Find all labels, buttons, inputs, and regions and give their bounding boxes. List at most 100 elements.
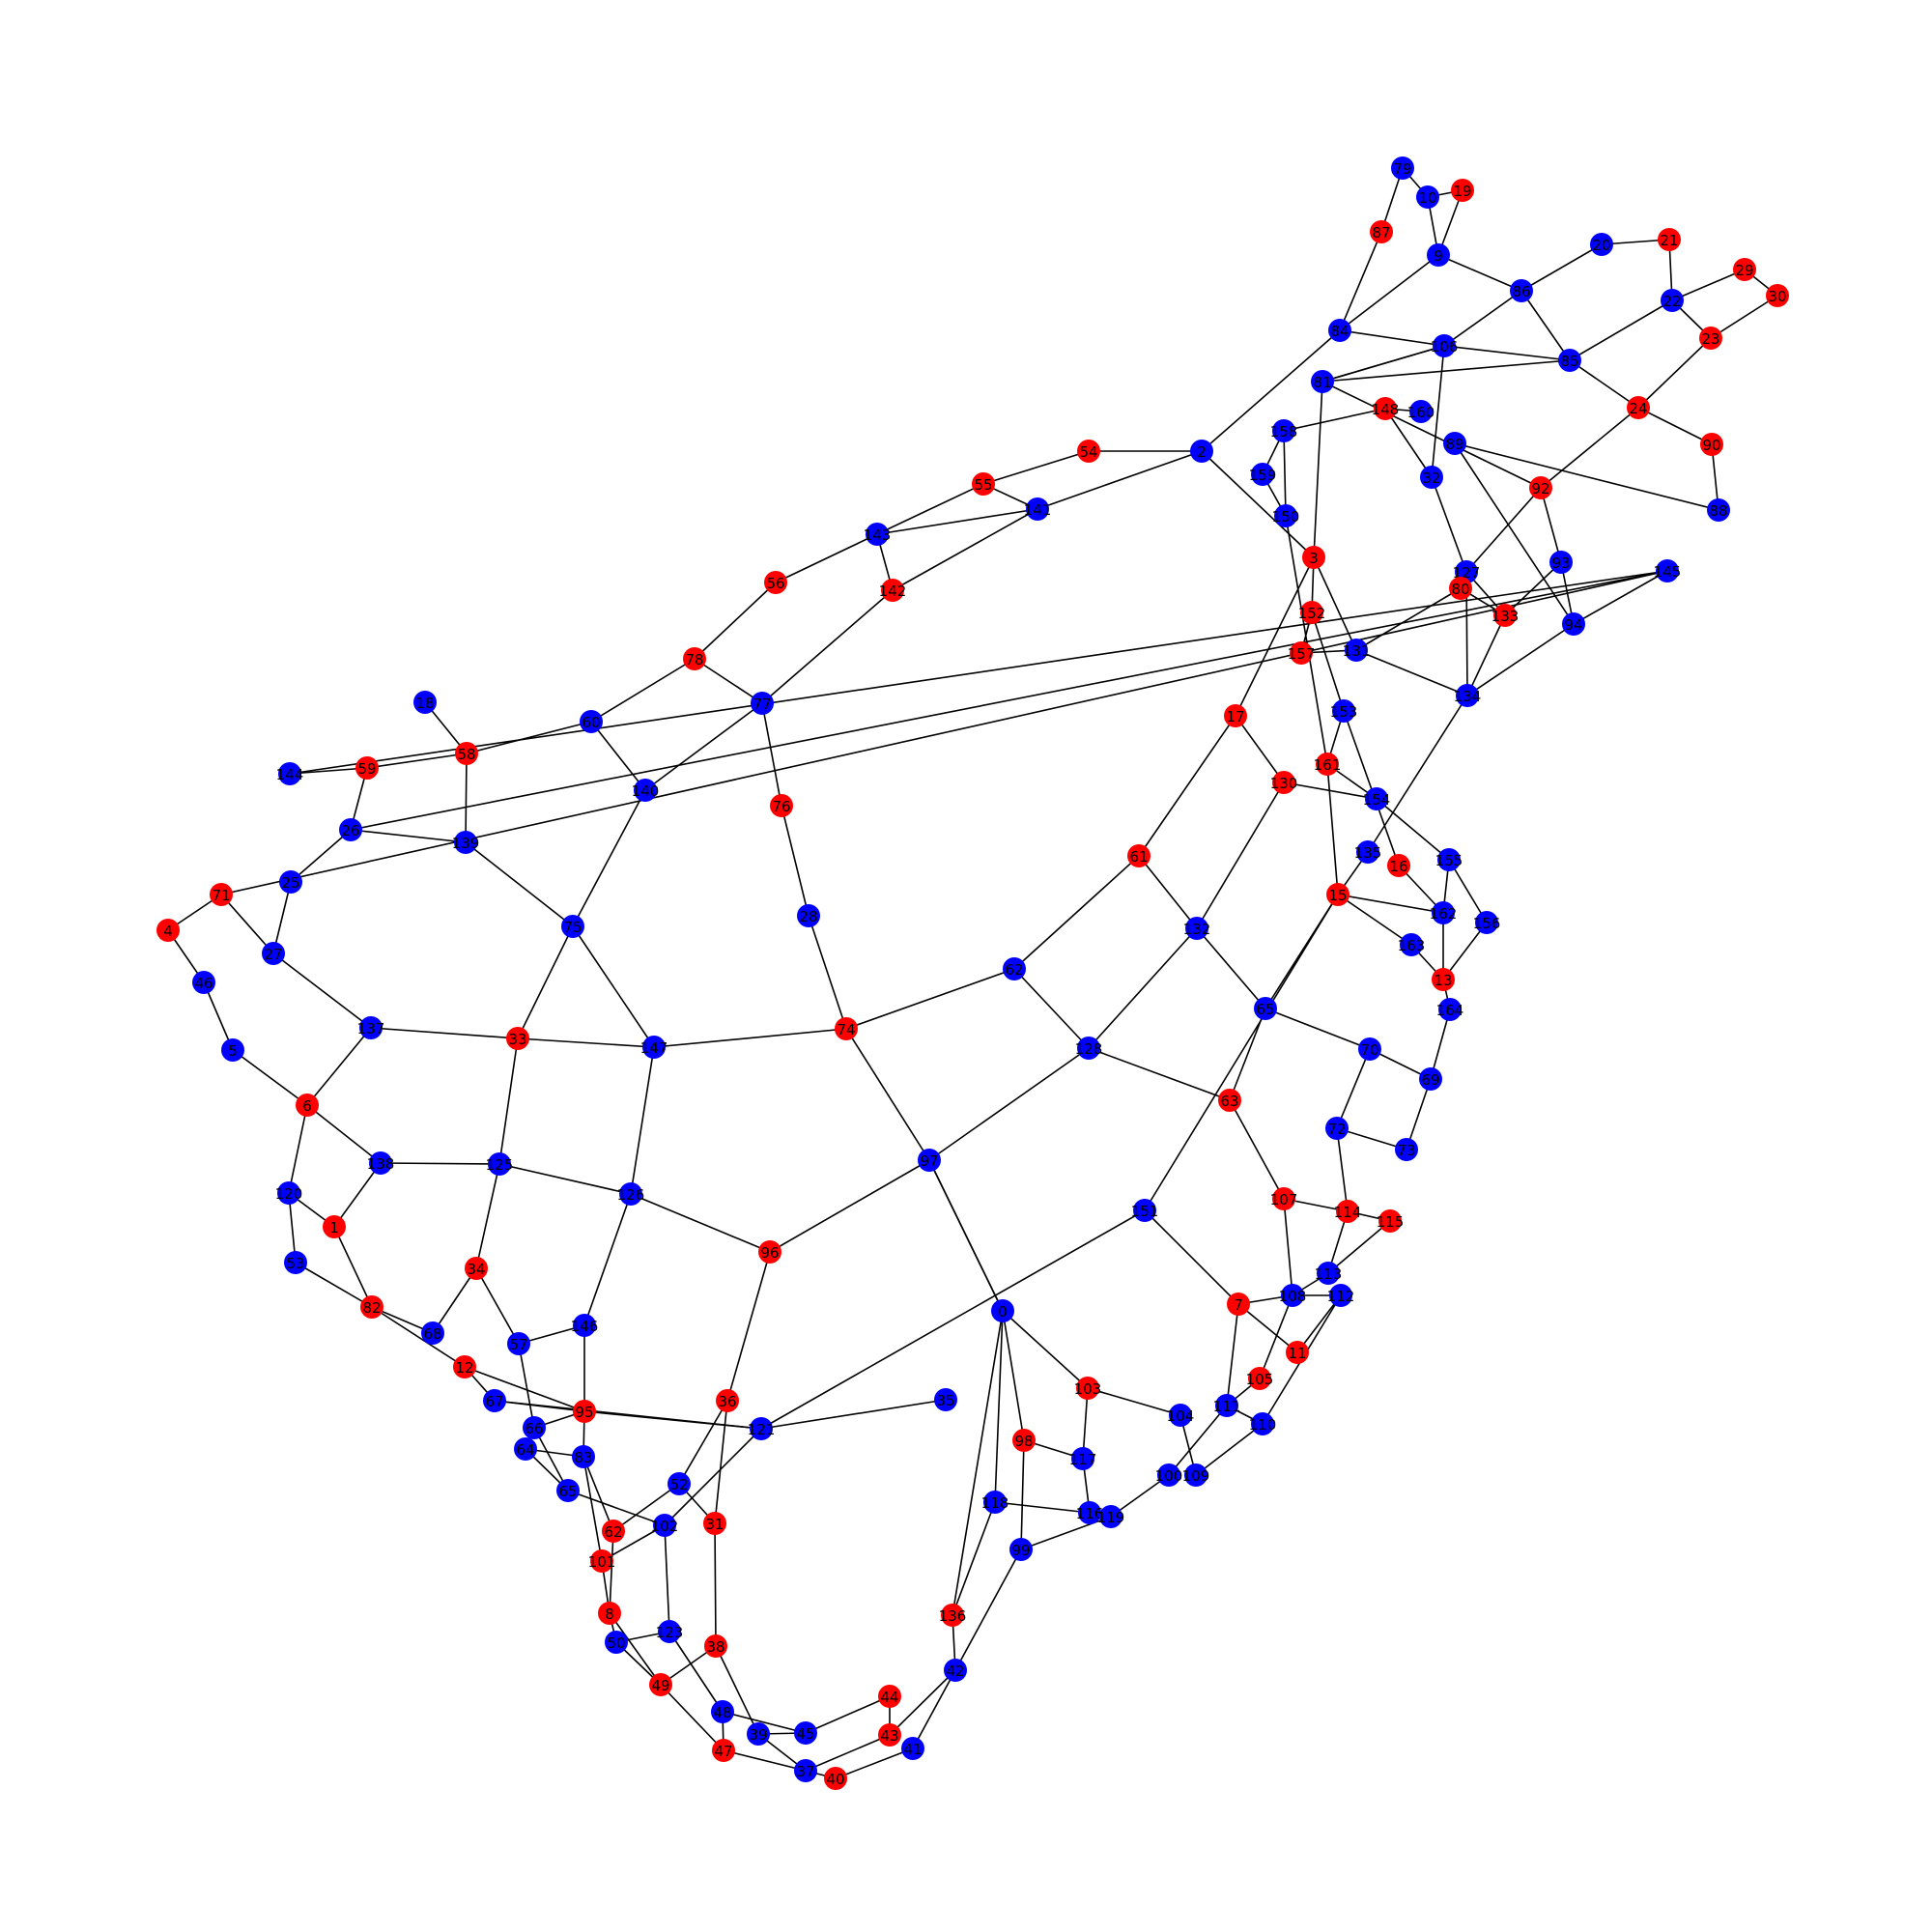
graph-node: 88 xyxy=(1707,498,1730,522)
graph-node: 15 xyxy=(1326,883,1350,906)
graph-edge xyxy=(1195,1423,1264,1476)
node-label: 162 xyxy=(1430,905,1458,923)
node-circle xyxy=(1290,641,1313,665)
node-circle xyxy=(1272,1187,1295,1210)
graph-edge xyxy=(350,570,1668,831)
graph-edge xyxy=(1437,254,1522,292)
node-circle xyxy=(488,1152,511,1176)
node-label: 68 xyxy=(423,1325,441,1343)
graph-node: 62 xyxy=(1003,957,1026,980)
graph-edge xyxy=(1321,345,1445,383)
graph-node: 126 xyxy=(617,1182,644,1206)
graph-node: 30 xyxy=(1766,284,1789,307)
node-circle xyxy=(507,1332,530,1355)
node-label: 118 xyxy=(981,1494,1009,1512)
node-label: 161 xyxy=(1314,756,1342,774)
node-label: 97 xyxy=(920,1152,938,1170)
node-label: 134 xyxy=(1454,688,1482,705)
node-circle xyxy=(1437,848,1461,871)
node-circle xyxy=(1374,397,1397,420)
graph-node: 104 xyxy=(1167,1404,1194,1427)
graph-edge xyxy=(1376,798,1450,861)
graph-node: 48 xyxy=(711,1700,734,1723)
graph-edge xyxy=(928,1047,1090,1161)
node-circle xyxy=(1157,1463,1180,1487)
node-circle xyxy=(1419,1067,1442,1091)
node-label: 0 xyxy=(998,1303,1008,1321)
node-label: 78 xyxy=(685,651,703,668)
graph-node: 35 xyxy=(934,1388,957,1411)
node-label: 86 xyxy=(1512,283,1530,300)
graph-node: 68 xyxy=(421,1321,444,1345)
graph-edge xyxy=(722,1711,807,1734)
node-label: 96 xyxy=(760,1244,779,1262)
node-label: 123 xyxy=(656,1624,684,1641)
graph-node: 45 xyxy=(794,1721,817,1745)
node-label: 46 xyxy=(194,975,213,992)
graph-node: 158 xyxy=(1270,419,1297,442)
node-label: 30 xyxy=(1768,288,1786,305)
node-label: 76 xyxy=(772,798,790,815)
graph-node: 59 xyxy=(355,756,379,780)
node-label: 115 xyxy=(1377,1213,1405,1231)
graph-edge xyxy=(1237,1303,1298,1353)
graph-node: 85 xyxy=(1558,349,1581,372)
graph-edge xyxy=(1466,623,1575,696)
graph-node: 144 xyxy=(276,762,303,785)
graph-edge xyxy=(1339,231,1382,331)
node-circle xyxy=(1358,1037,1381,1061)
graph-edge xyxy=(1013,968,1090,1049)
node-circle xyxy=(1432,901,1455,924)
node-label: 113 xyxy=(1315,1265,1343,1283)
graph-node: 148 xyxy=(1372,397,1399,420)
node-circle xyxy=(1387,854,1410,877)
node-label: 105 xyxy=(1246,1371,1274,1388)
node-label: 4 xyxy=(163,923,173,940)
node-circle xyxy=(279,870,302,894)
graph-node: 5 xyxy=(221,1038,244,1062)
node-label: 147 xyxy=(640,1039,668,1057)
graph-node: 3 xyxy=(1302,546,1325,569)
graph-node: 151 xyxy=(1131,1199,1158,1222)
node-circle xyxy=(1133,1199,1156,1222)
node-circle xyxy=(1127,844,1151,867)
node-circle xyxy=(711,1700,734,1723)
graph-node: 97 xyxy=(918,1149,941,1172)
graph-node: 128 xyxy=(1075,1037,1102,1060)
graph-node: 147 xyxy=(640,1036,668,1059)
node-circle xyxy=(750,1417,773,1440)
graph-edge xyxy=(1454,442,1719,511)
node-circle xyxy=(1311,370,1334,393)
node-circle xyxy=(221,1038,244,1062)
graph-node: 4 xyxy=(156,919,180,942)
graph-edge xyxy=(333,1162,382,1228)
node-circle xyxy=(1395,1138,1418,1161)
graph-edge xyxy=(465,841,574,927)
node-circle xyxy=(1012,1429,1036,1452)
node-circle xyxy=(918,1149,941,1172)
graph-edge xyxy=(1569,359,1639,409)
node-label: 54 xyxy=(1079,443,1097,461)
node-circle xyxy=(1451,179,1474,202)
node-circle xyxy=(881,579,904,602)
node-circle xyxy=(1009,1538,1033,1561)
node-label: 31 xyxy=(705,1516,724,1533)
graph-node: 9 xyxy=(1427,243,1450,267)
graph-edge xyxy=(912,1669,956,1749)
node-circle xyxy=(944,1659,967,1682)
graph-edge xyxy=(876,508,1038,535)
node-label: 152 xyxy=(1298,605,1326,622)
node-label: 81 xyxy=(1313,374,1331,391)
node-circle xyxy=(1169,1404,1192,1427)
graph-node: 142 xyxy=(879,579,906,602)
graph-edge xyxy=(432,1267,477,1334)
node-circle xyxy=(1590,233,1613,256)
node-circle xyxy=(1529,476,1552,499)
node-circle xyxy=(1099,1505,1122,1528)
graph-edge xyxy=(1138,715,1236,857)
graph-edge xyxy=(572,925,655,1048)
graph-node: 141 xyxy=(1024,497,1051,521)
graph-edge xyxy=(694,658,763,704)
node-label: 47 xyxy=(714,1743,732,1760)
graph-node: 63 xyxy=(1218,1089,1241,1112)
